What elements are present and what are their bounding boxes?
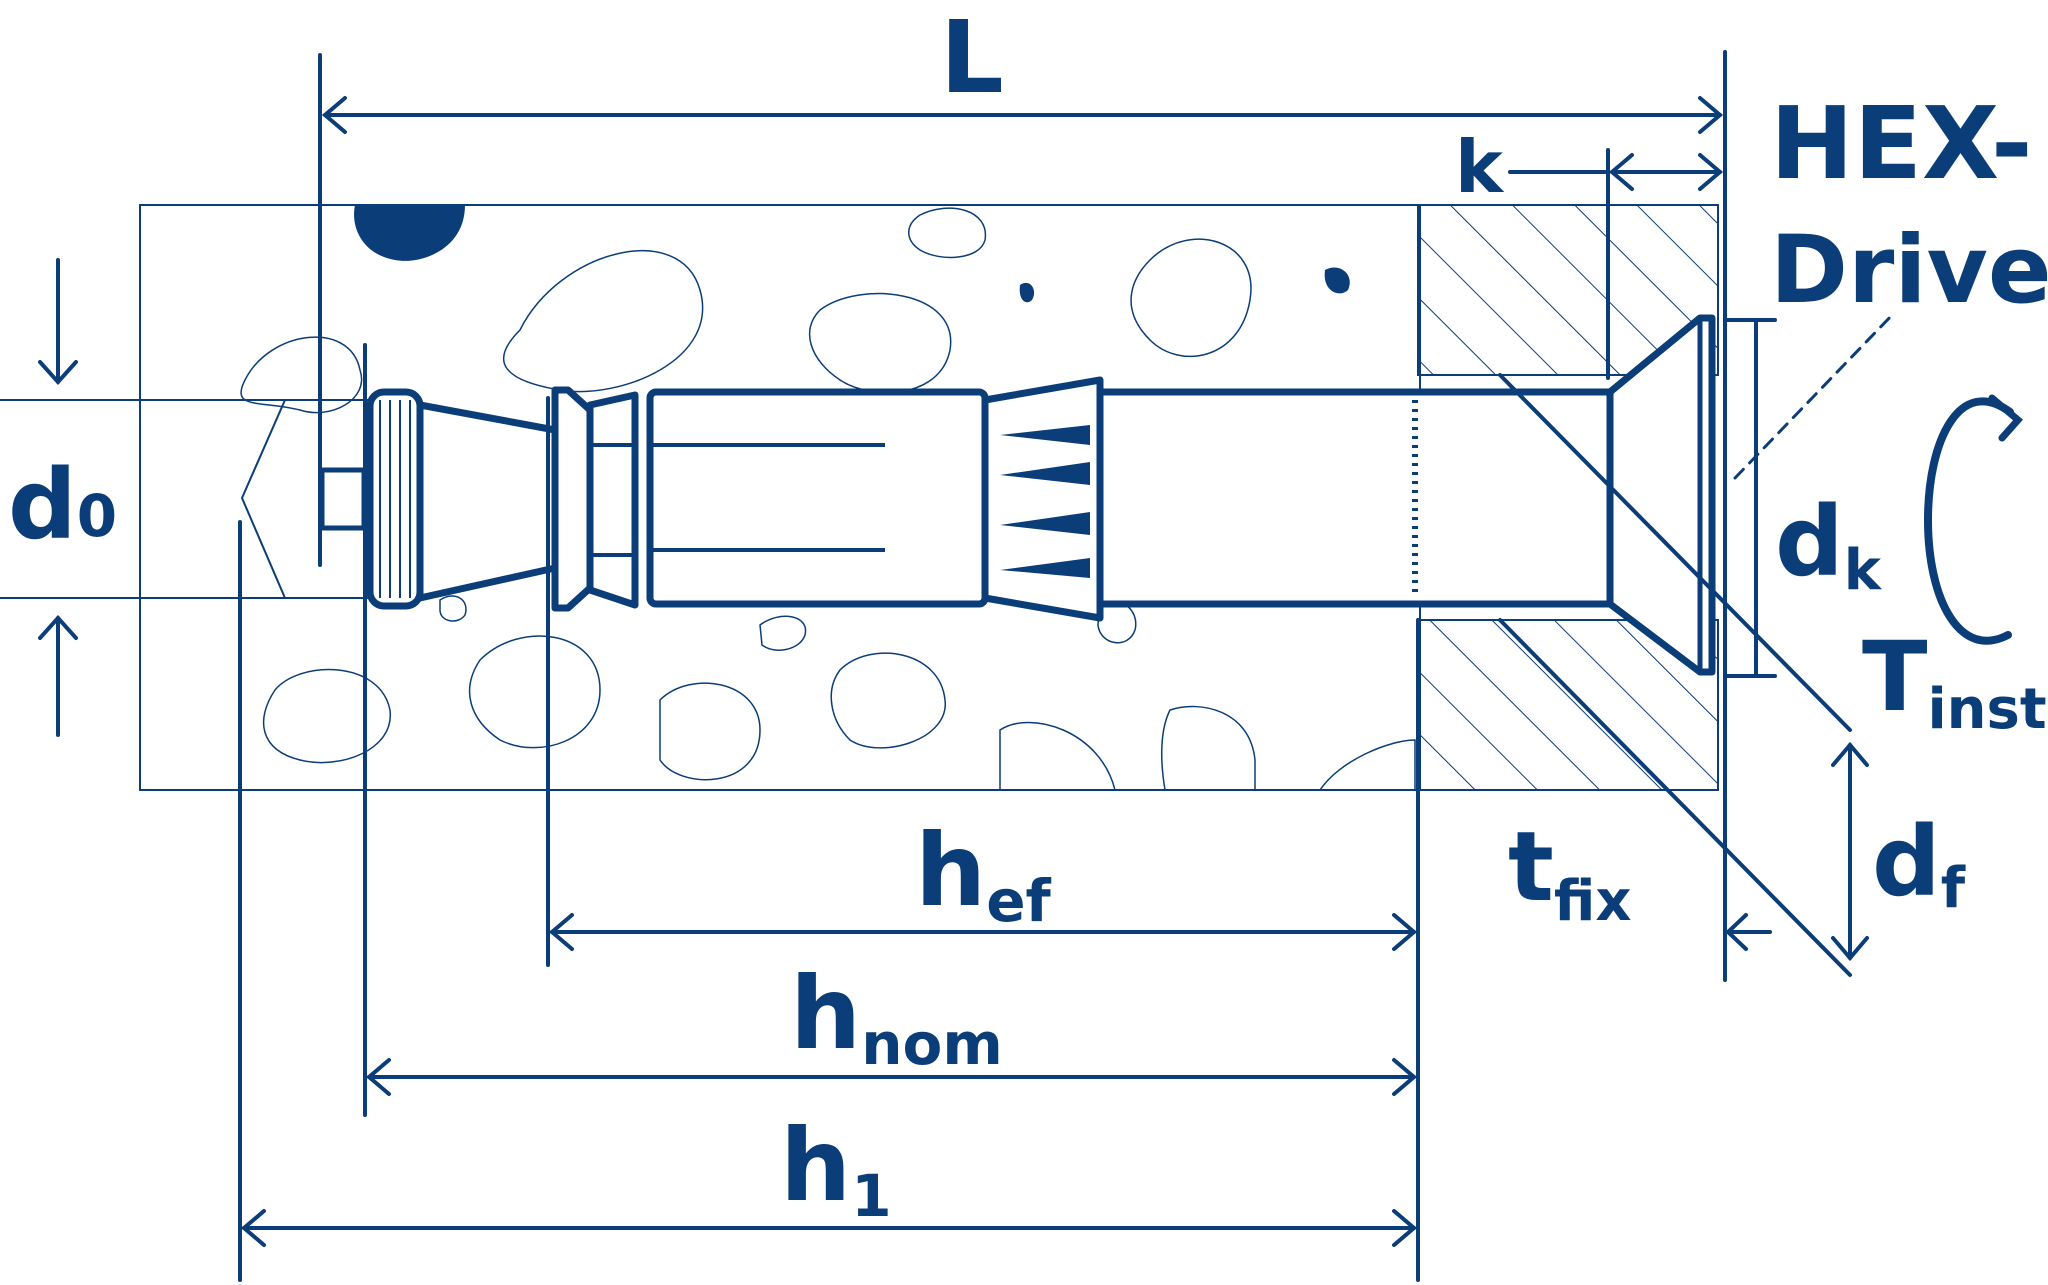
anchor-bolt <box>319 314 1716 676</box>
label-tinst: Tinst <box>1862 621 2047 742</box>
drill-hole <box>0 399 370 599</box>
label-h1: h1 <box>780 1107 892 1230</box>
label-tfix: tfix <box>1508 811 1632 934</box>
dimension-lines <box>38 50 1897 1282</box>
clockwise-rotation-arrow-icon <box>1923 394 2023 645</box>
label-dk: dk <box>1775 486 1883 603</box>
concrete-base <box>139 204 1421 791</box>
label-L: L <box>940 0 1004 116</box>
label-hef: hef <box>915 812 1052 935</box>
label-d0: d0 <box>8 449 117 561</box>
label-df: df <box>1872 806 1966 921</box>
label-hex-line1: HEX- <box>1770 85 2032 202</box>
label-k: k <box>1455 125 1505 209</box>
dimension-labels: L k HEX- Drive d0 dk Tinst df tfix hef h… <box>8 0 2048 1230</box>
label-hnom: hnom <box>790 955 1003 1078</box>
label-hex-line2: Drive <box>1770 216 2048 325</box>
